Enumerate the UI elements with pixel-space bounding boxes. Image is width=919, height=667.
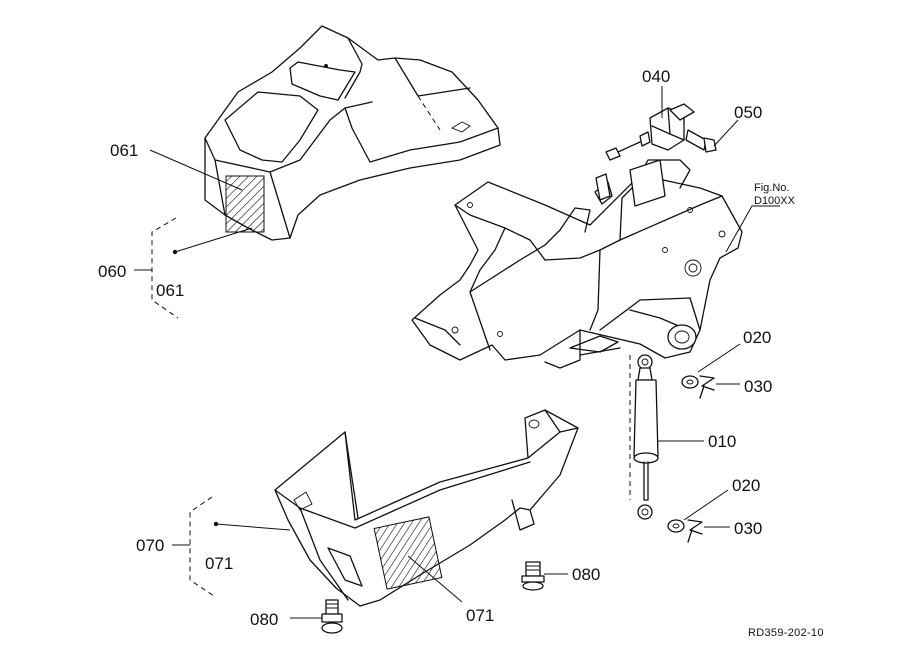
callout-030-bottom: 030 xyxy=(734,519,762,538)
group-bracket-070 xyxy=(172,496,215,597)
leader-lines xyxy=(149,86,780,619)
callout-030-top: 030 xyxy=(744,377,772,396)
switch-assembly-040 xyxy=(595,103,695,207)
callout-020-top: 020 xyxy=(743,328,771,347)
lower-cover xyxy=(274,409,579,607)
callout-071-group: 071 xyxy=(205,554,233,573)
callout-061-group: 061 xyxy=(156,281,184,300)
warning-decal-061 xyxy=(225,175,265,233)
gas-spring-010 xyxy=(629,354,659,520)
steering-column-bracket xyxy=(411,159,743,369)
callout-060: 060 xyxy=(98,262,126,281)
washer-020-bottom xyxy=(667,519,685,533)
warning-decal-071 xyxy=(373,516,443,590)
screw-080-left xyxy=(321,599,343,634)
screw-080-right xyxy=(521,561,545,591)
callout-061-top: 061 xyxy=(110,141,138,160)
callout-050: 050 xyxy=(734,103,762,122)
upper-panel-cover xyxy=(204,25,501,241)
callout-010: 010 xyxy=(708,432,736,451)
group-bracket-060 xyxy=(134,217,179,319)
fig-label: Fig.No. xyxy=(754,182,789,194)
callout-020-bottom: 020 xyxy=(732,476,760,495)
callout-080-right: 080 xyxy=(572,565,600,584)
cotter-pin-030-bottom xyxy=(687,519,703,543)
fig-number: D100XX xyxy=(754,195,796,207)
reference-code: RD359-202-10 xyxy=(748,627,824,639)
callout-080-left: 080 xyxy=(250,610,278,629)
callout-071-bottom: 071 xyxy=(466,606,494,625)
callout-070: 070 xyxy=(136,536,164,555)
callout-040: 040 xyxy=(642,67,670,86)
washer-020-top xyxy=(681,375,699,389)
bolt-050 xyxy=(685,129,717,153)
cotter-pin-030-top xyxy=(699,375,715,399)
